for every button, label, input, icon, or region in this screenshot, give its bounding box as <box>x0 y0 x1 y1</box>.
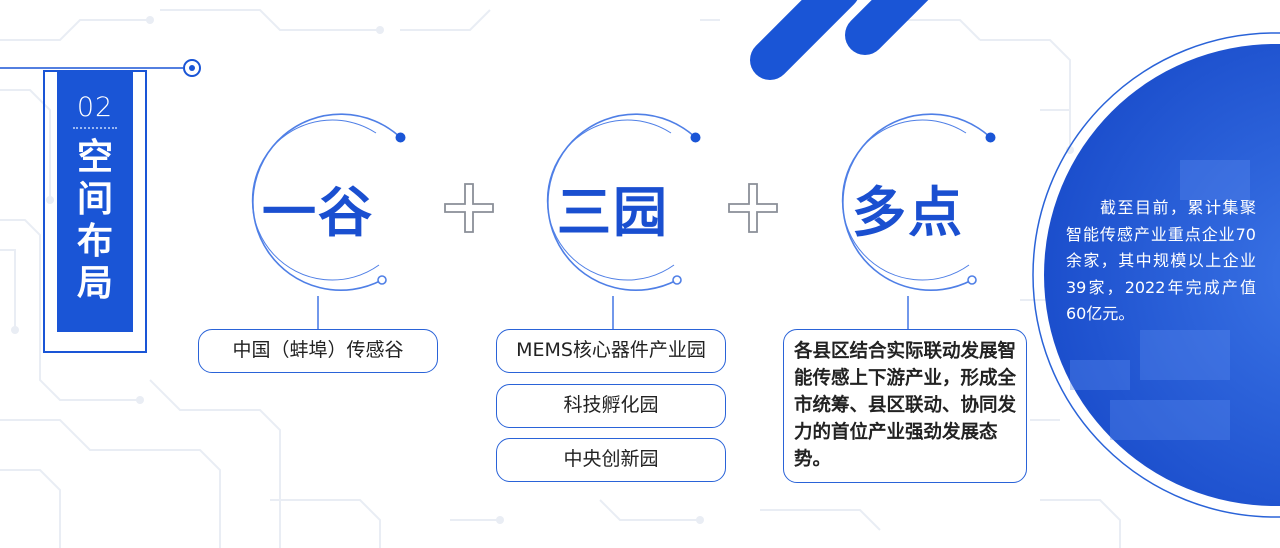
points-description: 各县区结合实际联动发展智能传感上下游产业，形成全市统筹、县区联动、协同发力的首位… <box>783 329 1027 483</box>
info-circle <box>1032 32 1280 518</box>
heading-valley: 一谷 <box>262 181 374 244</box>
plus-icon <box>728 183 778 233</box>
valley-item: 中国（蚌埠）传感谷 <box>198 329 438 373</box>
park-item: MEMS核心器件产业园 <box>496 329 726 373</box>
plus-icon <box>444 183 494 233</box>
section-number: 02 <box>76 92 114 123</box>
info-text: 截至目前，累计集聚智能传感产业重点企业70余家，其中规模以上企业39家，2022… <box>1066 198 1256 323</box>
decorative-stripes <box>750 0 929 80</box>
heading-points: 多点 <box>852 181 964 244</box>
heading-parks: 三园 <box>557 181 669 244</box>
dotted-divider <box>73 127 117 129</box>
section-label: 02 空 间 布 局 <box>57 70 133 332</box>
park-item: 中央创新园 <box>496 438 726 482</box>
section-title: 空 间 布 局 <box>76 137 113 304</box>
label-connector <box>0 59 201 77</box>
park-item: 科技孵化园 <box>496 384 726 428</box>
